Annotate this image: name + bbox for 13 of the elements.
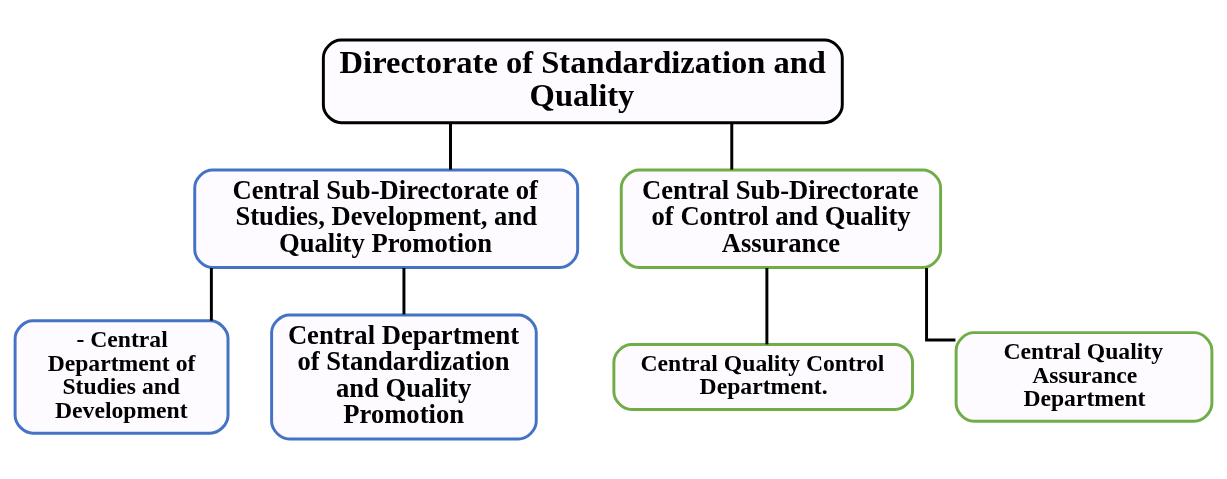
node-box: Central Department of Standardization and Quality Promotion xyxy=(270,313,538,441)
node-box: Central Quality Control Department. xyxy=(612,343,914,411)
connector xyxy=(402,268,406,315)
connector xyxy=(765,268,769,345)
node-box: Central Sub-Directorate of Control and Quality Assurance xyxy=(619,168,943,270)
node-box: Central Quality Assurance Department xyxy=(954,331,1214,423)
connector xyxy=(730,122,734,170)
connector xyxy=(449,122,452,170)
node-box: Central Sub-Directorate of Studies, Development, and Quality Promotion xyxy=(193,168,580,270)
node-box: - Central Department of Studies and Development xyxy=(13,319,230,435)
node-box: Directorate of Standardization and Quality xyxy=(321,38,844,125)
connector xyxy=(925,268,956,342)
connector xyxy=(209,268,213,321)
